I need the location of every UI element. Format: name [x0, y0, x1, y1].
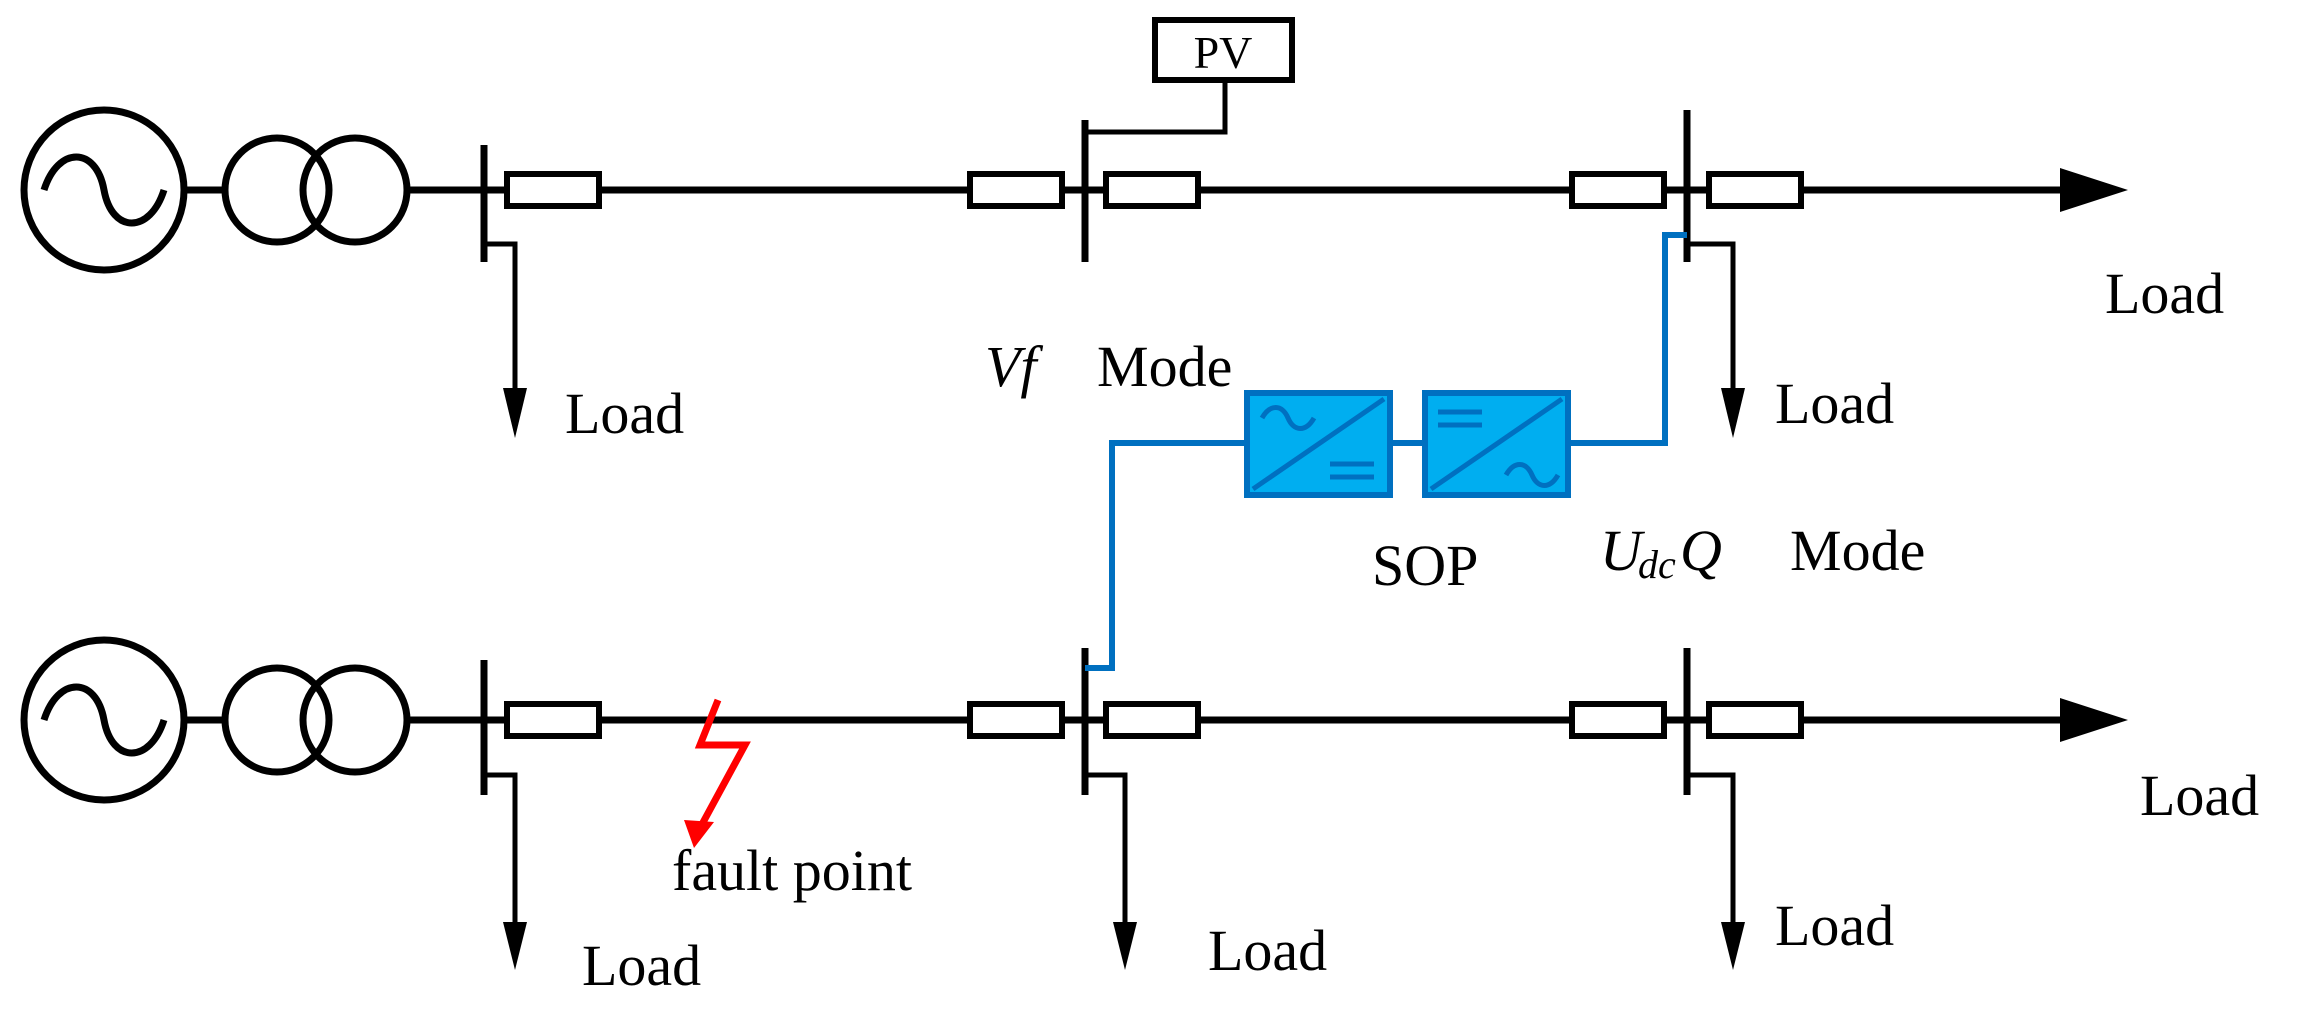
circuit-breaker-icon: [1706, 701, 1804, 739]
circuit-breaker-icon: [1706, 171, 1804, 209]
circuit-breaker-icon: [504, 171, 602, 209]
udc-subscript: dc: [1638, 542, 1676, 587]
sop-link-feeder-2: [1085, 440, 1247, 671]
circuit-breaker-icon: [967, 701, 1065, 739]
load-feeder: [1085, 772, 1128, 924]
mode-label: Mode: [1097, 334, 1232, 399]
vf-label: Vf: [985, 334, 1043, 399]
transformer-icon: [221, 664, 411, 776]
load-label: Load: [1775, 371, 1894, 436]
circuit-breaker-icon: [967, 171, 1065, 209]
circuit-breaker-icon: [504, 701, 602, 739]
udc-label: U: [1600, 518, 1646, 583]
ac-source-icon: [20, 106, 188, 274]
load-label: Load: [582, 933, 701, 998]
circuit-breaker-icon: [1103, 171, 1201, 209]
fault-point-label: fault point: [672, 838, 912, 903]
arrow-icon: [503, 922, 527, 970]
load-label: Load: [1208, 918, 1327, 983]
load-label: Load: [2140, 763, 2259, 828]
sop-label: SOP: [1372, 533, 1478, 598]
load-feeder: [1687, 241, 1736, 390]
circuit-breaker-icon: [1103, 701, 1201, 739]
load-feeder: [484, 241, 518, 390]
arrow-icon: [503, 388, 527, 438]
load-feeder: [484, 772, 518, 924]
fault-lightning-icon: [684, 698, 751, 848]
udc-q-label: Q: [1680, 518, 1722, 583]
feeder-2: [20, 636, 2128, 970]
mode-label: Mode: [1790, 518, 1925, 583]
arrow-icon: [1113, 922, 1137, 970]
transformer-icon: [221, 134, 411, 246]
pv-box: PV: [1152, 17, 1295, 83]
pv-label: PV: [1194, 27, 1253, 78]
sop: [1085, 232, 1687, 671]
arrow-icon: [2060, 168, 2128, 212]
circuit-breaker-icon: [1569, 701, 1667, 739]
load-label: Load: [565, 381, 684, 446]
arrow-icon: [1721, 388, 1745, 438]
pv-link: [1085, 80, 1228, 135]
ac-source-icon: [20, 636, 188, 804]
load-label: Load: [1775, 893, 1894, 958]
ac-dc-converter-icon: [1244, 390, 1393, 498]
feeder-1: PV: [20, 17, 2128, 438]
load-label: Load: [2105, 261, 2224, 326]
dc-ac-converter-icon: [1422, 390, 1571, 498]
circuit-breaker-icon: [1569, 171, 1667, 209]
sop-link-feeder-1: [1568, 232, 1687, 446]
arrow-icon: [2060, 698, 2128, 742]
arrow-icon: [1721, 922, 1745, 970]
load-feeder: [1687, 772, 1736, 924]
